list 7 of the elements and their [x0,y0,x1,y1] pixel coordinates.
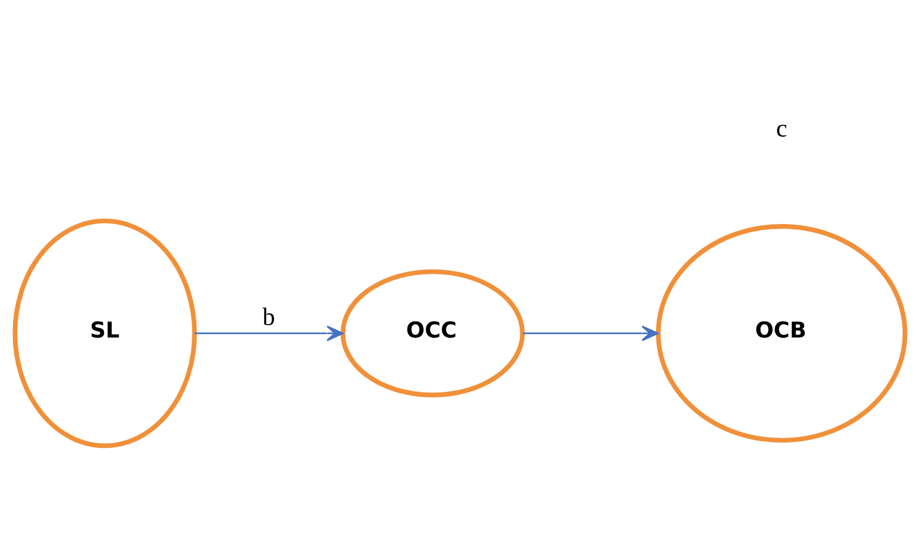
label: c [776,115,788,142]
arrow [522,326,659,342]
arrow [194,326,344,342]
edge-label: b [262,304,275,332]
node-ellipse: OCC [340,269,525,398]
node-ellipse: SL [12,218,197,448]
node-ellipse: OCB [656,224,908,443]
